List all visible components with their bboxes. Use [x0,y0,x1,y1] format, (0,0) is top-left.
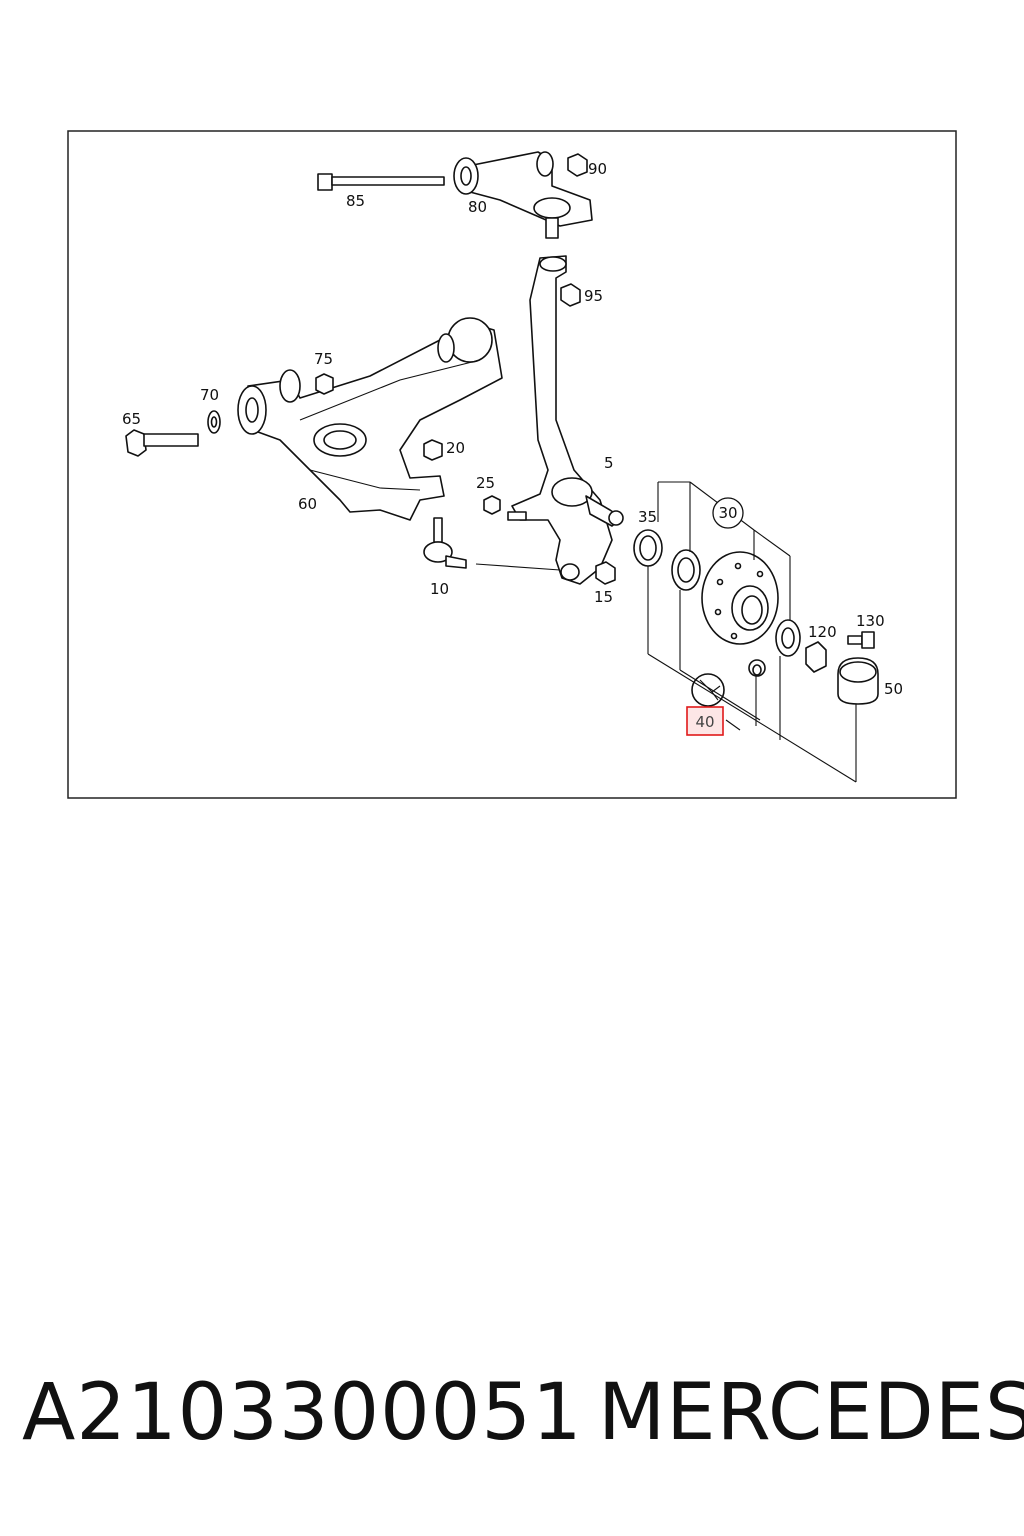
parts-diagram: 85 80 90 95 75 70 65 20 60 5 25 35 30 10… [67,130,957,799]
part-wheel-stud[interactable] [748,659,766,677]
callout-95: 95 [584,287,603,305]
callout-35: 35 [638,508,657,526]
part-80-upper-bracket[interactable] [453,151,593,239]
callout-40: 40 [695,713,714,731]
callout-15: 15 [594,588,613,606]
part-25-nut[interactable] [483,495,527,521]
part-130-screw[interactable] [847,631,875,649]
callout-60: 60 [298,495,317,513]
callout-30-circle [712,497,744,529]
callout-65: 65 [122,410,141,428]
part-30-bearing-outer[interactable] [775,619,801,657]
callout-75: 75 [314,350,333,368]
part-10-ball-joint[interactable] [423,517,561,571]
part-60-lower-control-arm[interactable] [237,317,503,521]
part-95-nut[interactable] [560,283,581,307]
part-35-seal[interactable] [633,529,663,567]
callout-80: 80 [468,198,487,216]
callout-120: 120 [808,623,837,641]
part-hub[interactable] [701,551,779,645]
part-85-bolt[interactable] [317,173,445,191]
part-120-clamp-nut[interactable] [805,641,827,673]
callout-25: 25 [476,474,495,492]
callout-90: 90 [588,160,607,178]
part-65-bolt[interactable] [125,429,199,457]
part-20-nut[interactable] [423,439,443,461]
part-30-bearing-inner[interactable] [671,549,701,591]
leader-lines [647,481,857,783]
callout-40-highlight[interactable]: 40 [686,706,724,736]
callout-85: 85 [346,192,365,210]
diagram-frame [67,130,957,799]
callout-10: 10 [430,580,449,598]
part-70-washer[interactable] [207,410,221,434]
part-15-nut[interactable] [595,561,616,585]
callout-20: 20 [446,439,465,457]
callout-130: 130 [856,612,885,630]
callout-5: 5 [604,454,614,472]
callout-70: 70 [200,386,219,404]
brand-name: MERCEDES [598,1368,1024,1458]
part-50-dust-cap[interactable] [837,657,879,705]
part-40-wrench-symbol[interactable] [691,673,725,707]
part-number: A2103300051 [22,1368,583,1458]
part-5-steering-knuckle[interactable] [511,255,624,585]
part-90-nut[interactable] [567,153,588,177]
part-75-nut[interactable] [315,373,334,395]
callout-30: 30 [718,504,737,522]
callout-50: 50 [884,680,903,698]
